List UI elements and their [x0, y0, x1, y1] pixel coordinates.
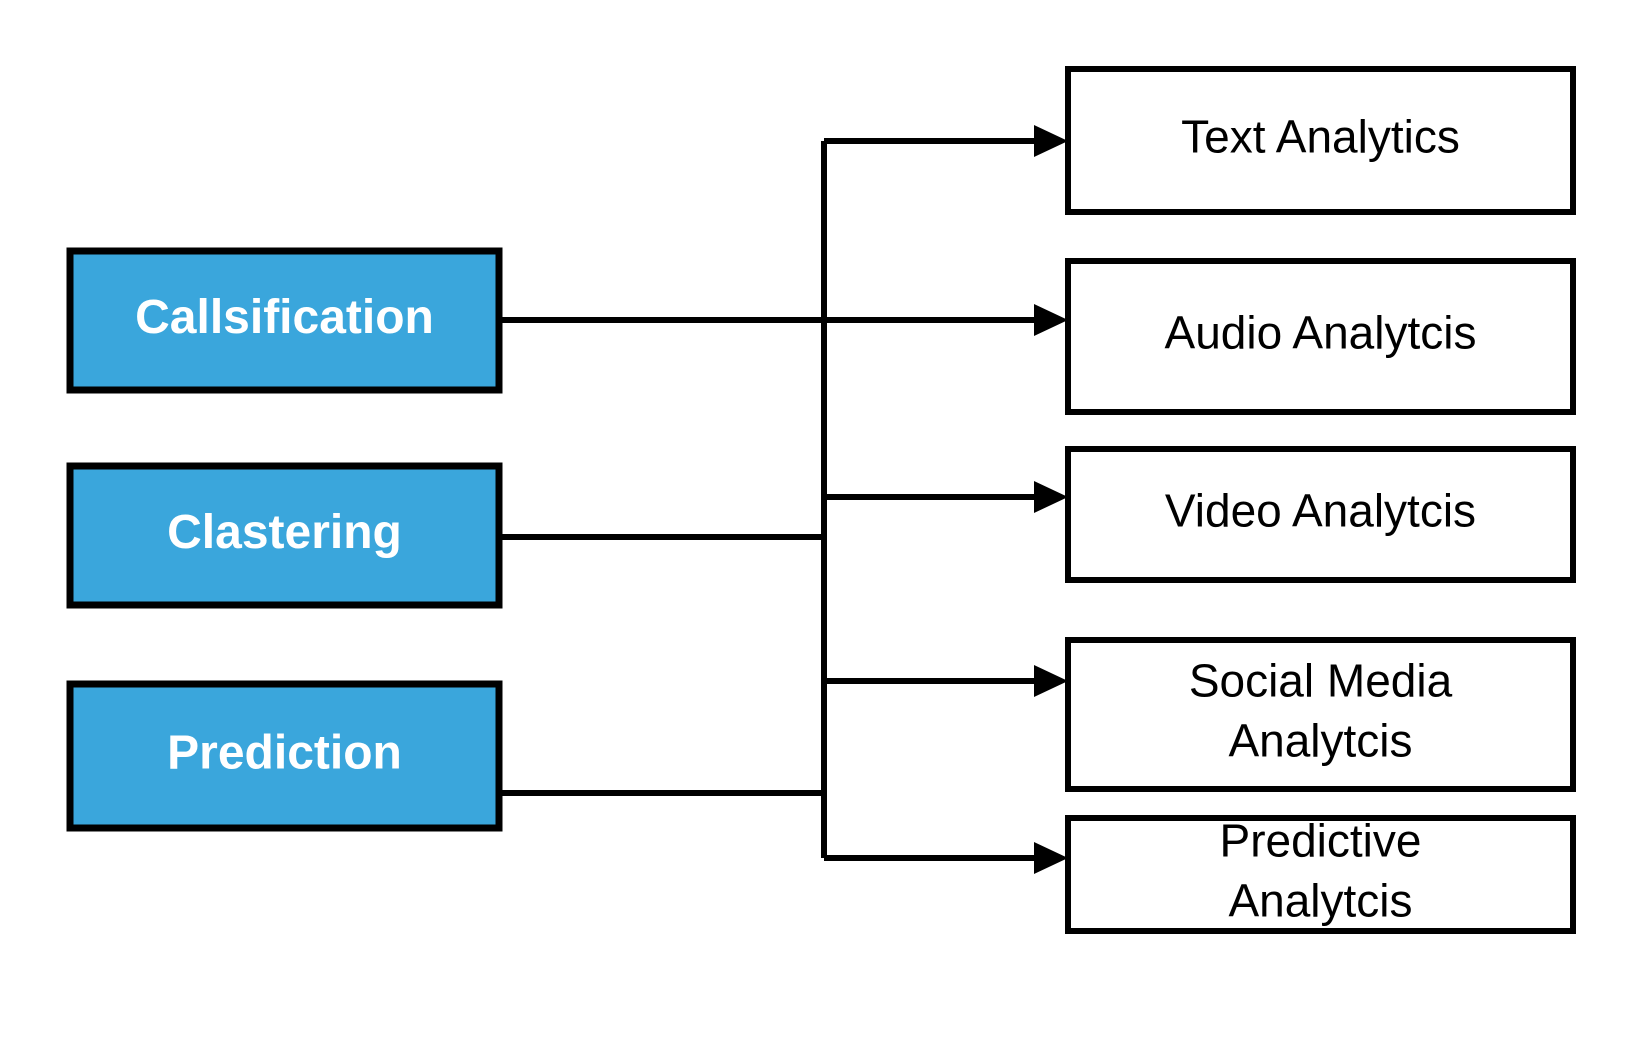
outcome-node-audio-analytics[interactable]: Audio Analytcis	[1065, 258, 1576, 415]
connector-output-social-media-analytics	[824, 665, 1068, 697]
outcome-node-video-analytics[interactable]: Video Analytcis	[1065, 446, 1576, 583]
outcome-node-text-analytics[interactable]: Text Analytics	[1065, 66, 1576, 215]
connector-output-video-analytics	[824, 481, 1068, 513]
connector-layer	[499, 125, 1068, 874]
method-node-box-clustering[interactable]	[66, 462, 503, 609]
arrow-head-predictive-analytics	[1034, 842, 1068, 874]
arrow-head-text-analytics	[1034, 125, 1068, 157]
method-node-label-classification: Callsification	[135, 291, 434, 344]
outcome-node-label-predictive-analytics: Predictive	[1220, 815, 1422, 867]
arrow-head-audio-analytics	[1034, 304, 1068, 336]
outcome-node-box-text-analytics[interactable]	[1065, 66, 1576, 215]
method-node-box-prediction[interactable]	[66, 680, 503, 832]
outcome-node-label-social-media-analytics: Social Media	[1189, 655, 1453, 707]
method-node-label-prediction: Prediction	[167, 727, 402, 780]
outcome-node-box-video-analytics[interactable]	[1065, 446, 1576, 583]
connector-output-predictive-analytics	[824, 842, 1068, 874]
arrow-head-social-media-analytics	[1034, 665, 1068, 697]
method-node-clustering[interactable]: Clastering	[66, 462, 503, 609]
outcome-node-label-audio-analytics: Audio Analytcis	[1165, 307, 1477, 359]
outcome-node-box-audio-analytics[interactable]	[1065, 258, 1576, 415]
outcome-node-label-social-media-analytics: Analytcis	[1228, 715, 1412, 767]
method-node-box-classification[interactable]	[66, 247, 503, 394]
outcome-node-box-predictive-analytics[interactable]	[1065, 815, 1576, 934]
outcome-node-label-text-analytics: Text Analytics	[1181, 111, 1460, 163]
connector-output-audio-analytics	[824, 304, 1068, 336]
connector-output-text-analytics	[824, 125, 1068, 157]
method-node-classification[interactable]: Callsification	[66, 247, 503, 394]
arrow-head-video-analytics	[1034, 481, 1068, 513]
method-node-prediction[interactable]: Prediction	[66, 680, 503, 832]
outcome-node-box-social-media-analytics[interactable]	[1065, 637, 1576, 792]
outcome-node-label-video-analytics: Video Analytcis	[1165, 485, 1476, 537]
outcome-node-label-predictive-analytics: Analytcis	[1228, 875, 1412, 927]
method-node-label-clustering: Clastering	[167, 506, 402, 559]
